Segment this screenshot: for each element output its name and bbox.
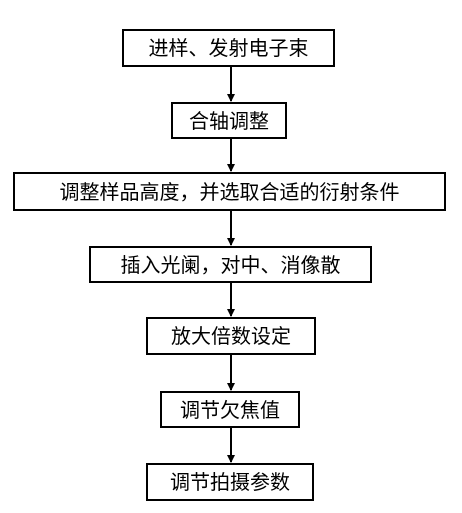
step-box-load-sample: 进样、发射电子束 bbox=[122, 29, 335, 67]
step-label: 调节欠焦值 bbox=[180, 397, 280, 422]
step-box-capture-params: 调节拍摄参数 bbox=[146, 463, 314, 501]
step-box-sample-height: 调整样品高度，并选取合适的衍射条件 bbox=[13, 172, 446, 211]
step-label: 插入光阑，对中、消像散 bbox=[120, 252, 341, 277]
step-label: 调整样品高度，并选取合适的衍射条件 bbox=[59, 179, 400, 204]
step-box-magnification: 放大倍数设定 bbox=[146, 317, 316, 355]
step-label: 放大倍数设定 bbox=[171, 324, 291, 348]
step-box-aperture-stigmation: 插入光阑，对中、消像散 bbox=[89, 246, 372, 283]
step-label: 合轴调整 bbox=[189, 108, 269, 133]
step-label: 进样、发射电子束 bbox=[148, 36, 309, 60]
step-box-alignment: 合轴调整 bbox=[171, 102, 287, 139]
step-box-defocus: 调节欠焦值 bbox=[160, 391, 300, 428]
step-label: 调节拍摄参数 bbox=[170, 470, 290, 494]
